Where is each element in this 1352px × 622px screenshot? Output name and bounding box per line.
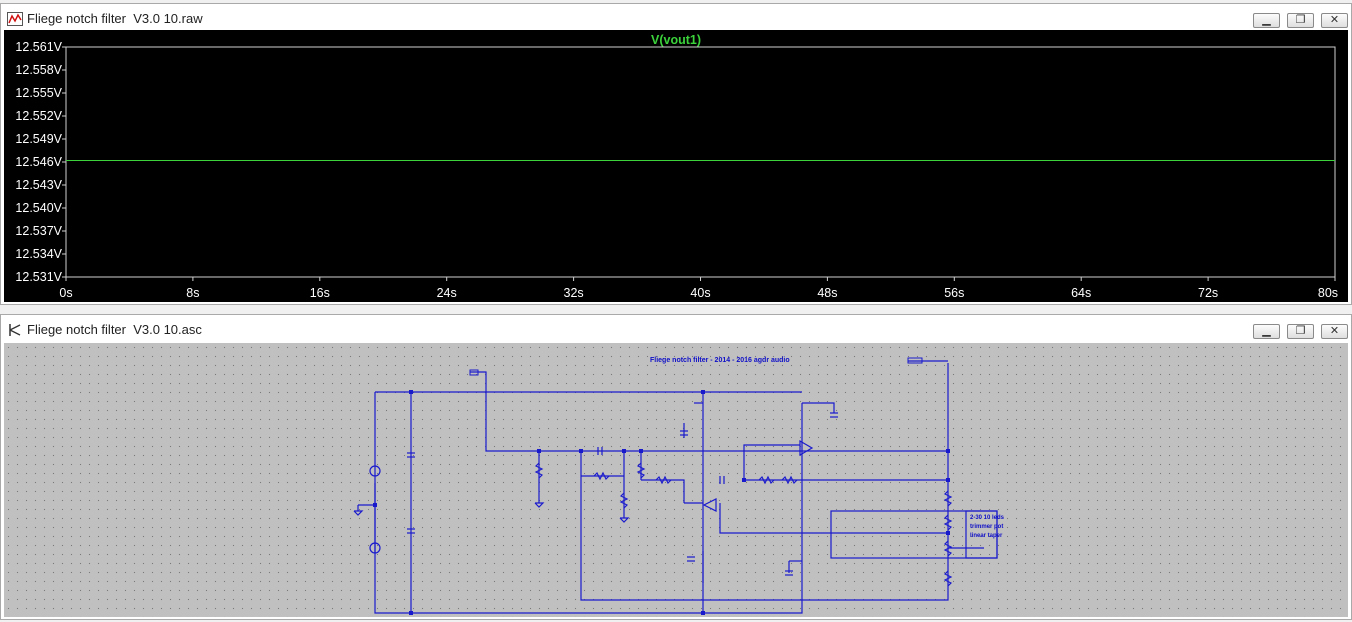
x-tick-label: 40s — [690, 286, 711, 300]
waveform-window-title: Fliege notch filter V3.0 10.raw — [27, 11, 203, 26]
x-tick-label: 8s — [186, 286, 200, 300]
x-tick-label: 64s — [1071, 286, 1092, 300]
x-tick-label: 56s — [944, 286, 965, 300]
y-tick-label: 12.531V — [15, 270, 62, 284]
note-box-line-1: 2-30 10 leds — [970, 515, 1005, 521]
maximize-button[interactable]: ❐ — [1287, 324, 1314, 339]
x-tick-label: 32s — [563, 286, 584, 300]
x-tick-label: 24s — [436, 286, 457, 300]
waveform-titlebar[interactable]: Fliege notch filter V3.0 10.raw ▁ ❐ ✕ — [1, 4, 1351, 34]
schematic-icon — [9, 324, 21, 336]
y-tick-label: 12.543V — [15, 178, 62, 192]
x-tick-label: 0s — [59, 286, 73, 300]
y-tick-label: 12.540V — [15, 201, 62, 215]
ground-symbols — [353, 502, 630, 523]
minimize-button[interactable]: ▁ — [1253, 324, 1280, 339]
waveform-plot[interactable]: V(vout1) 12.561V 12.558V 12.555V 12.552V 12.… — [4, 30, 1348, 302]
schematic-titlebar[interactable]: Fliege notch filter V3.0 10.asc ▁ ❐ ✕ — [1, 315, 1351, 345]
x-tick-label: 80s — [1317, 286, 1339, 300]
junctions — [373, 390, 950, 615]
maximize-button[interactable]: ❐ — [1287, 13, 1314, 28]
close-icon: ✕ — [1329, 14, 1340, 26]
wires[interactable] — [357, 360, 984, 614]
schematic-drawing[interactable] — [4, 343, 1348, 617]
schematic-heading: Fliege notch filter - 2014 - 2016 agdr a… — [650, 357, 790, 364]
plot-frame — [65, 46, 1336, 278]
plot-area[interactable] — [4, 30, 1348, 302]
note-box-line-2: trimmer pot — [970, 524, 1004, 530]
x-tick-label: 72s — [1198, 286, 1219, 300]
y-tick-label: 12.552V — [15, 109, 62, 123]
y-tick-label: 12.537V — [15, 224, 62, 238]
close-button[interactable]: ✕ — [1321, 13, 1348, 28]
minimize-icon: ▁ — [1262, 325, 1271, 337]
maximize-icon: ❐ — [1295, 14, 1306, 26]
schematic-canvas[interactable]: Fliege notch filter - 2014 - 2016 agdr a… — [4, 343, 1348, 617]
y-tick-label: 12.558V — [15, 63, 62, 77]
waveform-icon — [7, 12, 23, 26]
x-tick-label: 48s — [817, 286, 838, 300]
y-tick-label: 12.546V — [15, 155, 62, 169]
y-tick-label: 12.549V — [15, 132, 62, 146]
minimize-icon: ▁ — [1262, 14, 1271, 26]
minimize-button[interactable]: ▁ — [1253, 13, 1280, 28]
close-button[interactable]: ✕ — [1321, 324, 1348, 339]
y-tick-label: 12.555V — [15, 86, 62, 100]
opamps[interactable] — [702, 439, 814, 512]
trace-label[interactable]: V(vout1) — [651, 33, 701, 47]
schematic-window-title: Fliege notch filter V3.0 10.asc — [27, 322, 202, 337]
x-tick-label: 16s — [309, 286, 330, 300]
voltage-sources[interactable] — [369, 465, 381, 554]
y-tick-label: 12.561V — [15, 40, 62, 54]
resistors[interactable] — [534, 462, 953, 587]
y-tick-label: 12.534V — [15, 247, 62, 261]
capacitors[interactable] — [407, 412, 838, 576]
note-box-line-3: linear taper — [970, 533, 1003, 539]
close-icon: ✕ — [1329, 325, 1340, 337]
maximize-icon: ❐ — [1295, 325, 1306, 337]
